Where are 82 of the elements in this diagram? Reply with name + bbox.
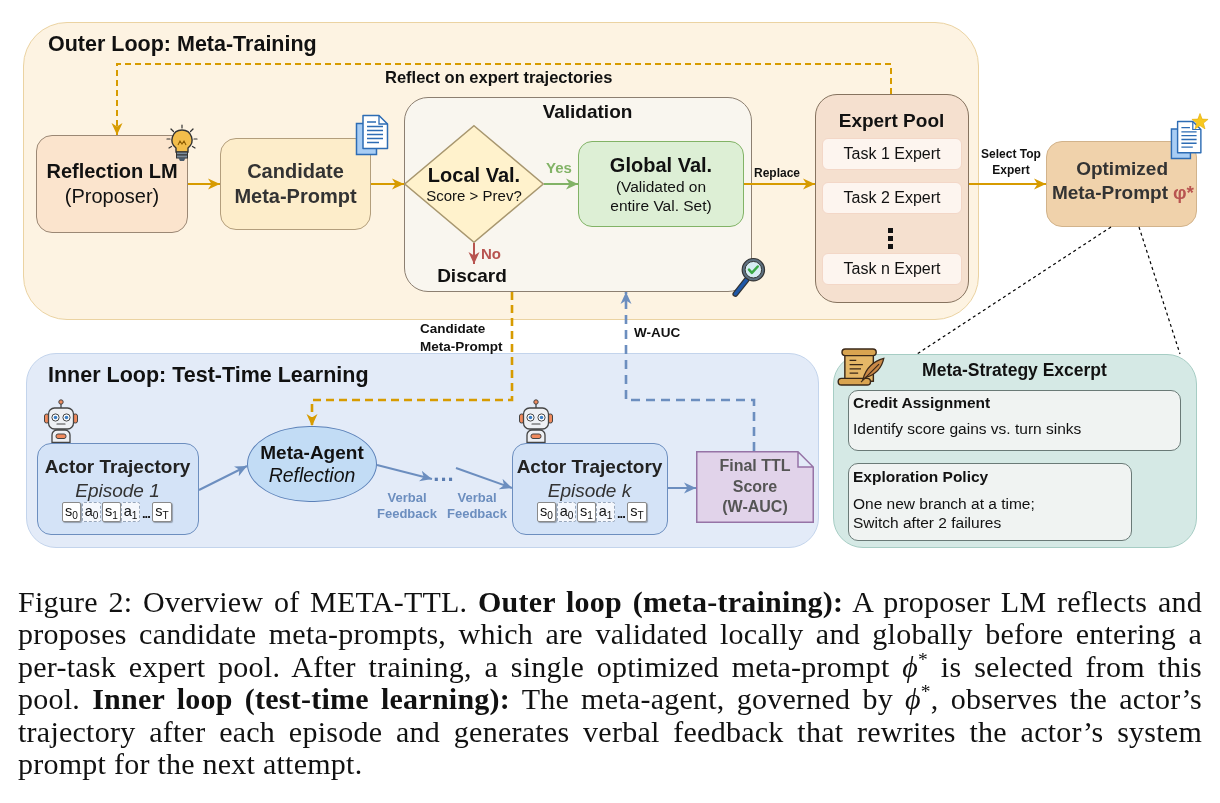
edge-label: Reflect on expert trajectories bbox=[385, 67, 613, 88]
strategy-panel bbox=[833, 354, 1197, 548]
node-label: Actor Trajectory bbox=[516, 455, 663, 479]
panel-title: Outer Loop: Meta-Training bbox=[48, 31, 317, 57]
arrow bbox=[743, 178, 816, 190]
panel-title: Inner Loop: Test-Time Learning bbox=[48, 362, 369, 388]
trajectory-box bbox=[37, 443, 199, 535]
arrow bbox=[543, 178, 579, 190]
node-sublabel: Score > Prev? bbox=[426, 187, 522, 205]
score-note bbox=[696, 451, 814, 523]
panel-title: Validation bbox=[542, 100, 633, 124]
node-sublabel: (Proposer) bbox=[64, 184, 160, 209]
connector-line bbox=[916, 226, 1112, 355]
loop-panel bbox=[23, 22, 979, 320]
arrow bbox=[968, 178, 1047, 190]
ellipsis-label: ... bbox=[617, 507, 625, 521]
trajectory-box bbox=[512, 443, 668, 535]
node-label: Global Val. bbox=[609, 153, 713, 177]
outcome-label: Discard bbox=[434, 264, 510, 288]
card-title: Credit Assignment bbox=[853, 393, 991, 413]
process-box bbox=[1046, 141, 1197, 227]
node-label: Meta-Agent bbox=[260, 441, 364, 464]
edge-label: Yes bbox=[546, 159, 572, 177]
node-sublabel: (Validated on entire Val. Set) bbox=[609, 177, 713, 215]
state-token: s$_{0}$ bbox=[537, 502, 556, 522]
node-label: Local Val. bbox=[427, 163, 521, 187]
node-label: Candidate Meta-Prompt bbox=[233, 159, 358, 209]
edge-label: Candidate Meta-Prompt bbox=[420, 320, 504, 356]
expert-item: Task 1 Expert bbox=[822, 138, 962, 170]
ellipsis-label: ... bbox=[432, 467, 456, 480]
edge-label: No bbox=[481, 245, 501, 263]
node-sublabel: Episode 1 bbox=[75, 481, 160, 501]
arrow bbox=[198, 465, 248, 491]
connector-line bbox=[1138, 226, 1181, 355]
arrow bbox=[468, 242, 480, 265]
action-token: a$_{1}$ bbox=[121, 502, 140, 522]
edge-label: Verbal Feedback bbox=[446, 490, 508, 522]
process-box bbox=[220, 138, 371, 230]
loop-panel bbox=[26, 353, 819, 548]
arrow bbox=[370, 178, 405, 190]
panel-title: Meta-Strategy Excerpt bbox=[922, 359, 1107, 381]
state-token: s$_{T}$ bbox=[627, 502, 647, 522]
expert-pool-panel bbox=[815, 94, 969, 303]
state-token: s$_{T}$ bbox=[152, 502, 172, 522]
strategy-card bbox=[848, 463, 1132, 541]
expert-item: Task 2 Expert bbox=[822, 182, 962, 214]
arrow bbox=[187, 178, 221, 190]
state-token: s$_{1}$ bbox=[577, 502, 596, 522]
figure-caption: Figure 2: Overview of META-TTL. Outer loop (meta-training): A proposer LM reflects and proposes candidate meta-prompts, which are validated locally and globally before entering a per-task expert pool. After training, a single optimized meta-prompt ϕ$^{*}$ is selected from this pool. Inner loop (test-time learning): The meta-agent, governed by ϕ$^{*}$, observes the actor’s trajectory after each episode and generates verbal feedback that rewrites the actor’s system prompt for the next attempt. bbox=[18, 586, 1202, 781]
arrow bbox=[306, 292, 514, 426]
node-sublabel: Reflection bbox=[268, 464, 356, 487]
node-label: Actor Trajectory bbox=[44, 455, 191, 479]
arrow bbox=[455, 467, 513, 490]
state-token: s$_{0}$ bbox=[62, 502, 81, 522]
process-box bbox=[36, 135, 188, 233]
arrow bbox=[376, 464, 433, 482]
edge-label: Replace bbox=[754, 166, 801, 181]
card-body: Identify score gains vs. turn sinks bbox=[853, 419, 1082, 439]
node-sublabel: Episode k bbox=[547, 481, 632, 501]
arrow bbox=[667, 482, 697, 494]
process-box bbox=[578, 141, 744, 227]
card-title: Exploration Policy bbox=[853, 467, 989, 487]
action-token: a$_{0}$ bbox=[82, 502, 101, 522]
panel-title: Expert Pool bbox=[838, 109, 945, 133]
arrow bbox=[111, 63, 892, 136]
decision-diamond bbox=[404, 125, 544, 243]
card-body: One new branch at a time; Switch after 2 failures bbox=[853, 494, 1036, 532]
node-label: Final TTL Score (W-AUC) bbox=[718, 456, 792, 518]
edge-label: Verbal Feedback bbox=[376, 490, 438, 522]
edge-label: W-AUC bbox=[634, 325, 681, 342]
edge-label: Select Top Expert bbox=[980, 146, 1042, 178]
state-token: s$_{1}$ bbox=[102, 502, 121, 522]
node-label: Optimized Meta-Prompt bbox=[1050, 157, 1168, 205]
action-token: a$_{1}$ bbox=[596, 502, 615, 522]
node-label: Reflection LM bbox=[46, 159, 178, 184]
action-token: a$_{0}$ bbox=[557, 502, 576, 522]
ellipsis-label: ... bbox=[142, 507, 150, 521]
validation-panel bbox=[404, 97, 752, 292]
strategy-card bbox=[848, 390, 1181, 451]
expert-item: Task n Expert bbox=[822, 253, 962, 285]
symbol-label: φ* bbox=[1173, 181, 1194, 205]
arrow bbox=[620, 292, 756, 451]
